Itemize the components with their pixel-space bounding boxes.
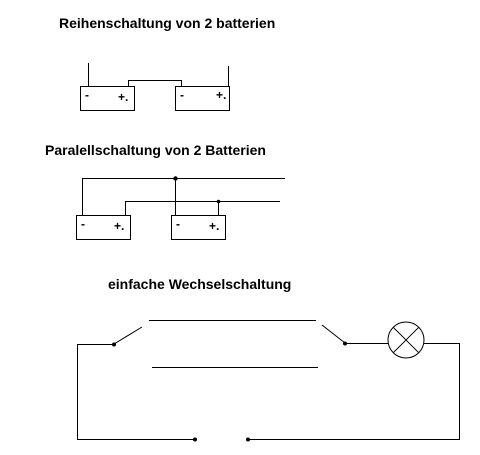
series-wire-link <box>128 80 182 87</box>
parallel-battery-1 <box>76 215 131 240</box>
parallel-battery-2-plus: +. <box>209 219 219 233</box>
switch-1-pivot <box>112 342 116 347</box>
series-battery-1-plus: +. <box>118 90 128 104</box>
parallel-battery-2 <box>171 215 226 240</box>
switching-wire-right <box>248 343 460 440</box>
parallel-battery-2-minus: - <box>176 217 180 231</box>
switching-wire-left <box>77 344 195 440</box>
switching-circuit <box>77 320 460 440</box>
series-circuit-title: Reihenschaltung von 2 batterien <box>59 15 276 31</box>
series-battery-2-plus: +. <box>216 88 226 102</box>
lamp-icon <box>387 321 425 359</box>
parallel-circuit <box>76 178 285 240</box>
open-contact-left <box>193 437 197 442</box>
series-battery-1-minus: - <box>85 88 89 102</box>
switch-2-pivot <box>343 341 347 346</box>
parallel-junction-bottom <box>216 199 221 204</box>
parallel-battery-1-minus: - <box>81 217 85 231</box>
switch-1-lever <box>113 326 143 345</box>
lamp-cross-2 <box>392 326 420 354</box>
switch-2-lever <box>321 324 346 344</box>
series-battery-1 <box>80 86 135 111</box>
parallel-circuit-title: Paralellschaltung von 2 Batterien <box>45 142 266 158</box>
parallel-wire-top <box>82 178 285 216</box>
parallel-junction-top <box>173 176 178 181</box>
series-battery-2 <box>175 86 230 111</box>
parallel-battery-1-plus: +. <box>114 219 124 233</box>
switching-circuit-title: einfache Wechselschaltung <box>108 276 292 292</box>
parallel-wire-bottom <box>125 201 280 216</box>
open-contact-right <box>246 437 250 442</box>
series-battery-2-minus: - <box>180 88 184 102</box>
series-circuit <box>80 63 230 111</box>
